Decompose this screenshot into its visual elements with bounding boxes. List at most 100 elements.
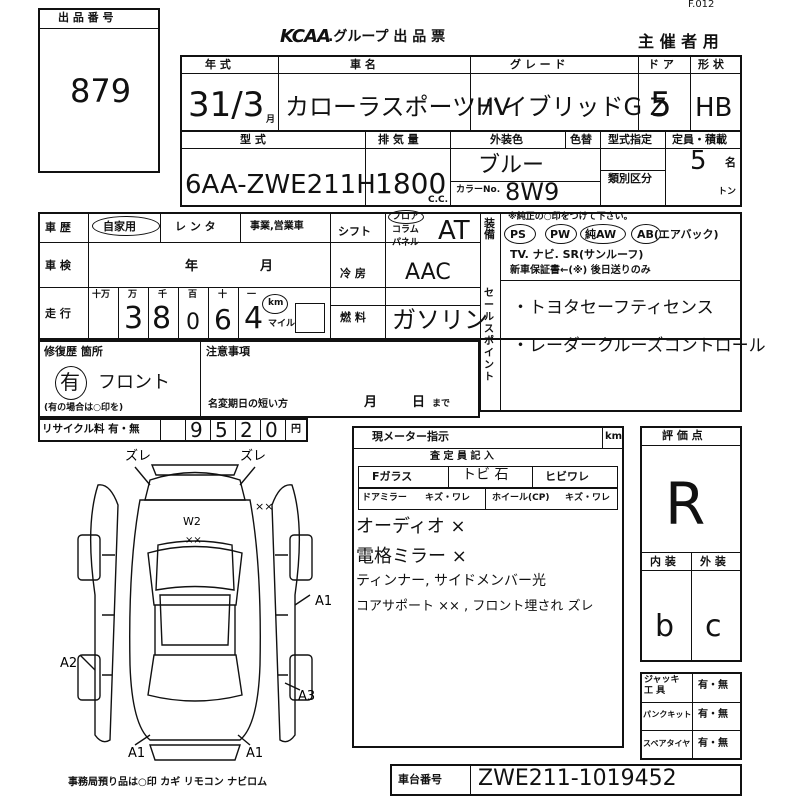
keys-note: 事務局預り品は○印 カギ リモコン ナビロム (68, 777, 268, 788)
zure-left: ズレ (125, 448, 151, 464)
lot-number-value: 879 (70, 72, 132, 110)
shift-value: AT (438, 216, 470, 246)
repair-value: 有 (60, 370, 80, 394)
recycle-digit-3: 2 (240, 418, 253, 442)
mileage-km: km (268, 298, 284, 308)
sales-point-1: ・トヨタセーフティセンス (512, 298, 714, 318)
notes-month: 月 (364, 395, 378, 410)
organizer-label: 主 催 者 用 (638, 32, 719, 51)
sales-point-2: ・レーダークルーズコントロール (512, 336, 766, 356)
spare-label: スペアタイヤ (643, 739, 691, 748)
sales-point-label: セールスポイント (484, 288, 494, 383)
equipment-label: 装 備 (484, 217, 495, 241)
shift-panel: パネル (392, 238, 420, 248)
zure-right: ズレ (240, 448, 266, 464)
a1-right: A1 (315, 594, 332, 609)
form-title: .グループ 出 品 票 (328, 29, 446, 45)
mileage-unit-0: 十万 (92, 290, 111, 300)
inspection-month: 月 (260, 259, 274, 274)
lot-number-box (38, 8, 160, 173)
exterior-label: 外 装 (700, 555, 726, 568)
color-code-value: 8W9 (505, 178, 560, 206)
category-label: 類別区分 (608, 172, 652, 185)
rating-value: R (665, 470, 706, 538)
mileage-unit-2: 千 (158, 290, 168, 300)
chassis-label: 車台番号 (398, 773, 442, 786)
history-private: 自家用 (103, 220, 136, 233)
history-business: 事業,営業車 (250, 221, 304, 232)
mileage-unit-3: 百 (188, 290, 198, 300)
color-change-label: 色替 (570, 133, 592, 146)
w2-mark: W2 (183, 515, 201, 528)
capacity-value: 5 (690, 146, 707, 176)
rating-label: 評 価 点 (662, 429, 703, 442)
recycle-digit-2: 5 (215, 418, 228, 442)
mileage-digit-2: 8 (152, 301, 172, 336)
tools-box (640, 672, 742, 760)
door-label: ド ア (648, 58, 674, 71)
chassis-box (390, 764, 742, 796)
month-mark: 月 (266, 115, 276, 125)
recycle-label: リサイクル料 有・無 (42, 423, 140, 435)
meter-km: km (605, 431, 623, 442)
mileage-mile: マイル (268, 319, 296, 329)
recycle-digit-1: 9 (190, 418, 203, 442)
page-code: F.012 (688, 0, 715, 10)
crack-label: ヒビワレ (545, 470, 589, 483)
displacement-value: 1800 (375, 167, 447, 200)
puncture-choice: 有・無 (698, 709, 728, 720)
spare-choice: 有・無 (698, 738, 728, 749)
cooling-label: 冷 房 (340, 267, 366, 280)
private-circle (92, 216, 160, 236)
mileage-digit-4: 6 (214, 303, 232, 336)
chassis-value: ZWE211-1019452 (478, 766, 677, 791)
assessor-label: 査 定 員 記 入 (430, 451, 494, 462)
grade-label: グ レ ー ド (510, 58, 566, 71)
recycle-section (38, 418, 308, 442)
ext-color-value: ブルー (478, 153, 545, 178)
wheel-label: ホイール(CP) (492, 493, 550, 503)
person-unit: 名 (725, 156, 736, 169)
notes-short-date: 名変期日の短い方 (208, 399, 288, 410)
jack-label: ジャッキ 工 具 (644, 675, 680, 696)
a2-left: A2 (60, 656, 77, 671)
history-rental: レ ン タ (175, 220, 216, 233)
repair-label: 修復歴 箇所 (44, 345, 103, 358)
shift-label: シフト (338, 225, 371, 238)
ext-color-label: 外装色 (490, 133, 523, 146)
glass-value: トビ 石 (462, 467, 509, 483)
repair-section (38, 340, 480, 418)
glass-label: Fガラス (372, 470, 413, 483)
mileage-digit-3: 0 (186, 310, 200, 335)
model-label: 型 式 (240, 133, 266, 146)
mileage-unit-1: 万 (128, 290, 138, 300)
notes-day: 日 (412, 395, 426, 410)
year-label: 年 式 (205, 58, 231, 71)
a3-right: A3 (298, 689, 315, 704)
displacement-label: 排 気 量 (378, 133, 419, 146)
assessment-panel (352, 426, 624, 748)
door-value: 5 (650, 85, 672, 125)
color-code-label: カラーNo. (456, 185, 501, 195)
shape-value: HB (695, 93, 733, 123)
mileage-unit-4: 十 (218, 290, 228, 300)
fuel-label: 燃 料 (340, 311, 366, 324)
model-value: 6AA-ZWE211H (185, 170, 376, 200)
repair-note: (有の場合は○印を) (44, 403, 124, 413)
a1-bottom-left: A1 (128, 746, 145, 761)
recycle-digit-4: 0 (265, 418, 278, 442)
puncture-label: パンクキット (643, 710, 692, 719)
wheel-value: キズ・ワレ (565, 493, 611, 503)
cooling-value: AAC (405, 260, 451, 285)
interior-value: b (655, 609, 675, 644)
exterior-value: c (705, 609, 722, 644)
recycle-yen: 円 (291, 424, 301, 435)
equip-warranty: 新車保証書←(※) 後日送りのみ (510, 265, 651, 276)
car-name-value: カローラスポーツHV (285, 93, 511, 121)
history-label: 車 歴 (45, 221, 71, 234)
repair-detail: フロント (98, 372, 170, 393)
capacity-label: 定員・積載 (672, 133, 727, 146)
assessment-line-3: ティンナー, サイドメンバー光 (356, 573, 547, 589)
mileage-digit-1: 3 (124, 301, 144, 336)
assessment-line-4: コアサポート ×× , フロント埋され ズレ (356, 599, 594, 614)
